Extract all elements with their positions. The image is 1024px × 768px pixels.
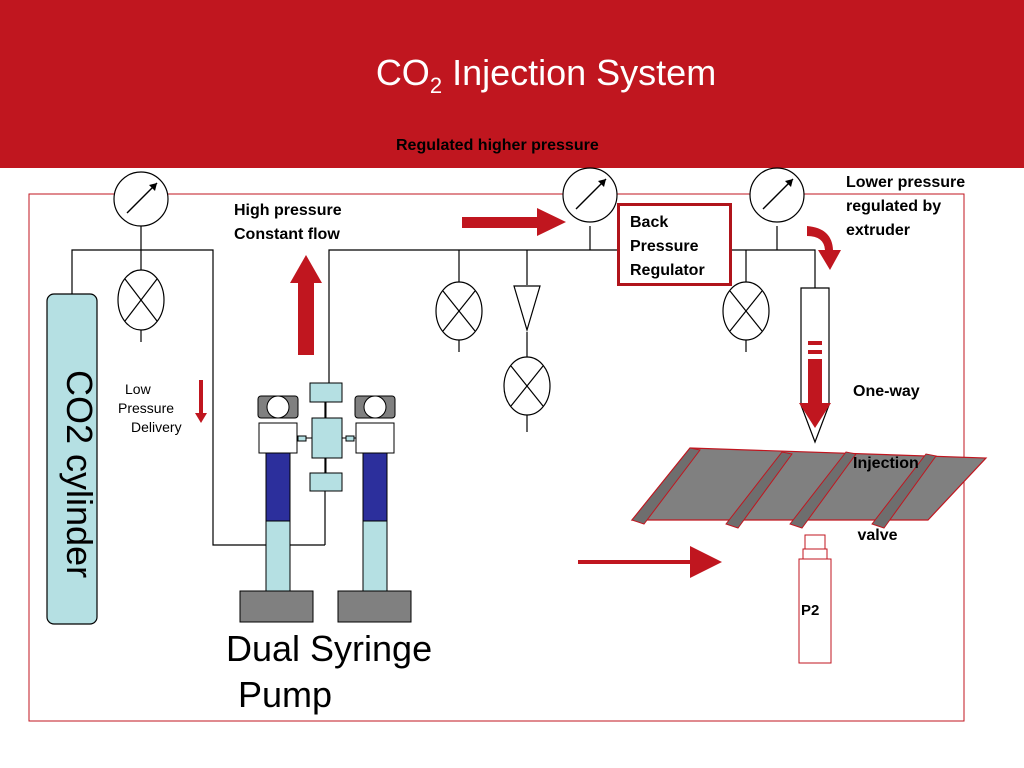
flow-arrow-icon	[290, 255, 322, 355]
co2-cylinder	[46, 293, 98, 625]
one-way-injection-valve-label: One-way Injection valve	[853, 383, 920, 544]
flow-arrow-icon	[807, 226, 841, 270]
pressure-gauge-icon	[749, 167, 805, 223]
flow-arrow-icon	[195, 380, 207, 423]
p2-pressure-sensor	[798, 534, 832, 664]
valve-icon	[117, 269, 165, 331]
co2-cylinder-label: CO2 cylinder	[59, 370, 100, 579]
dual-syringe-pump-label: Dual Syringe Pump	[226, 628, 433, 715]
valve-icon	[435, 281, 483, 341]
low-pressure-delivery-label: Low Pressure Delivery	[118, 381, 182, 435]
slide-title: CO2 Injection System	[375, 52, 717, 98]
valve-icon	[722, 281, 770, 341]
injection-valve-icon	[799, 287, 831, 444]
lower-pressure-label: Lower pressure regulated by extruder	[846, 174, 966, 239]
pressure-gauge-icon	[113, 171, 169, 227]
high-pressure-label: High pressure Constant flow	[234, 202, 342, 243]
pressure-gauge-icon	[562, 167, 618, 223]
dual-syringe-pump	[239, 382, 412, 623]
piping	[71, 226, 816, 546]
flow-arrow-icon	[462, 208, 566, 236]
regulated-higher-pressure-label: Regulated higher pressure	[396, 137, 599, 154]
p2-label: P2	[801, 602, 820, 619]
extruder-screw	[630, 447, 988, 529]
title-banner	[0, 0, 1024, 168]
valve-icon	[503, 356, 551, 416]
bpr-label: Back Pressure Regulator	[630, 214, 705, 279]
back-pressure-regulator: Back Pressure Regulator	[617, 203, 732, 286]
check-valve-icon	[513, 285, 541, 333]
